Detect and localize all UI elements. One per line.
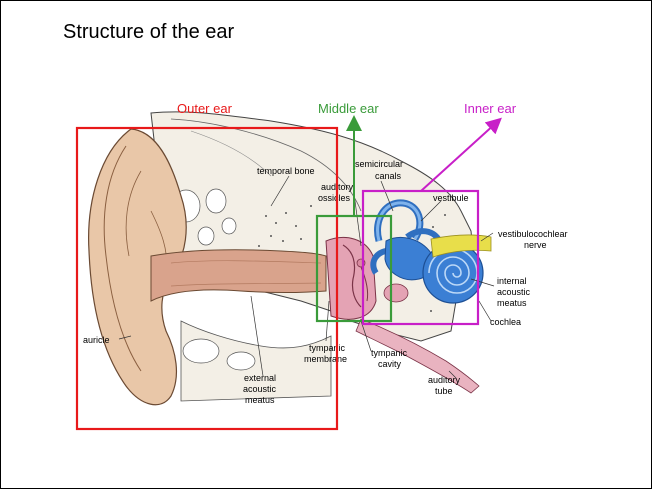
label-vestibule: vestibule (433, 193, 469, 203)
middle-ear-label: Middle ear (318, 101, 379, 116)
label-auditory-tube-2: tube (435, 386, 453, 396)
inner-ear-label: Inner ear (464, 101, 517, 116)
label-tympanic-cavity-1: tympanic (371, 348, 408, 358)
label-internal-2: acoustic (497, 287, 531, 297)
label-tympanic-membrane-2: membrane (304, 354, 347, 364)
label-tympanic-cavity-2: cavity (378, 359, 402, 369)
label-auditory-tube-1: auditory (428, 375, 461, 385)
label-external-3: meatus (245, 395, 275, 405)
label-auricle: auricle (83, 335, 110, 345)
label-semicircular-1: semicircular (355, 159, 403, 169)
label-external-1: external (244, 373, 276, 383)
label-external-2: acoustic (243, 384, 277, 394)
inner-ear-arrow (421, 123, 496, 191)
outer-ear-label: Outer ear (177, 101, 233, 116)
label-internal-3: meatus (497, 298, 527, 308)
label-internal-1: internal (497, 276, 527, 286)
label-tympanic-membrane-1: tympanic (309, 343, 346, 353)
label-vestibulocochlear-1: vestibulocochlear (498, 229, 568, 239)
label-semicircular-2: canals (375, 171, 402, 181)
label-temporal-bone: temporal bone (257, 166, 315, 176)
label-vestibulocochlear-2: nerve (524, 240, 547, 250)
label-auditory-ossicles-2: ossicles (318, 193, 351, 203)
label-cochlea: cochlea (490, 317, 521, 327)
